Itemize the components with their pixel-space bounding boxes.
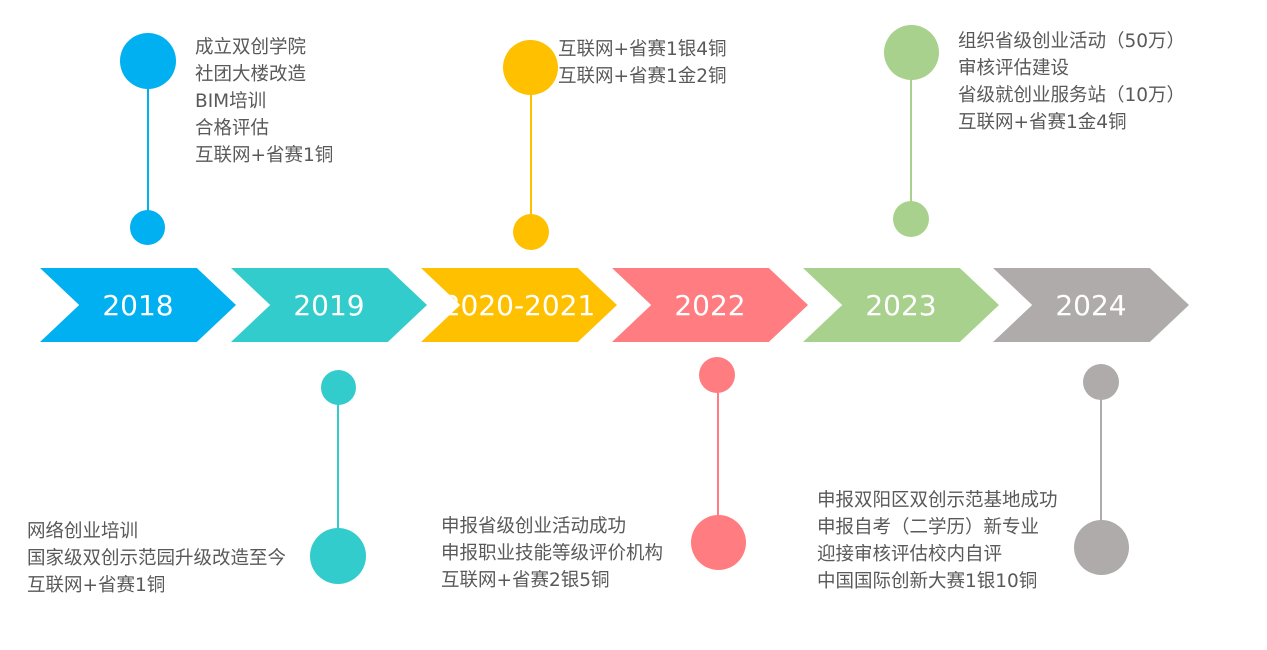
- big-marker-dot: [1074, 520, 1129, 575]
- year-chevron-2024: 2024: [993, 268, 1189, 342]
- event-item: 互联网+省赛2银5铜: [441, 570, 610, 591]
- event-item: BIM培训: [195, 91, 267, 112]
- year-chevron-2023: 2023: [803, 268, 999, 342]
- small-marker-dot: [321, 370, 356, 405]
- events-2018: 成立双创学院社团大楼改造 BIM培训合格评估互联网+省赛1铜: [195, 34, 333, 169]
- big-marker-dot: [884, 25, 939, 80]
- small-marker-dot: [893, 201, 929, 237]
- connector-line: [147, 60, 149, 225]
- small-marker-dot: [513, 214, 549, 250]
- event-item: 申报自考（二学历）新专业: [817, 517, 1040, 538]
- events-2020-2021: 互联网+省赛1银4铜互联网+省赛1金2铜: [558, 36, 727, 90]
- connector-line: [1100, 381, 1102, 547]
- big-marker-dot: [310, 528, 366, 584]
- big-marker-dot: [503, 40, 558, 95]
- events-2024: 申报双阳区双创示范基地成功申报自考（二学历）新专业迎接审核评估校内自评中国国际创…: [817, 487, 1058, 595]
- event-item: 审核评估建设: [958, 58, 1070, 79]
- event-item: 社团大楼改造: [195, 64, 307, 85]
- small-marker-dot: [699, 357, 735, 393]
- connector-line: [337, 390, 339, 555]
- small-marker-dot: [130, 210, 165, 245]
- year-chevron-2020-2021: 2020-2021: [421, 268, 617, 342]
- event-item: 申报双阳区双创示范基地成功: [817, 490, 1058, 511]
- event-item: 申报职业技能等级评价机构: [441, 543, 664, 564]
- event-item: 网络创业培训: [27, 521, 139, 542]
- events-2023: 组织省级创业活动（50万） 审核评估建设省级就创业服务站（10万） 互联网+省赛1金…: [958, 28, 1185, 136]
- big-marker-dot: [691, 515, 746, 570]
- small-marker-dot: [1083, 364, 1119, 400]
- event-item: 合格评估: [195, 118, 270, 139]
- connector-line: [717, 375, 719, 542]
- big-marker-dot: [120, 33, 176, 89]
- event-item: 互联网+省赛1铜: [27, 575, 166, 596]
- year-chevron-2022: 2022: [612, 268, 808, 342]
- event-item: 互联网+省赛1银4铜: [558, 39, 727, 60]
- events-2022: 申报省级创业活动成功申报职业技能等级评价机构互联网+省赛2银5铜: [441, 513, 663, 594]
- event-item: 互联网+省赛1铜: [195, 145, 334, 166]
- event-item: 省级就创业服务站（10万）: [958, 85, 1186, 106]
- year-chevron-2019: 2019: [231, 268, 427, 342]
- events-2019: 网络创业培训国家级双创示范园升级改造至今互联网+省赛1铜: [27, 518, 286, 599]
- connector-line: [910, 52, 912, 219]
- connector-line: [530, 67, 532, 232]
- year-chevron-2018: 2018: [40, 268, 236, 342]
- event-item: 中国国际创新大赛1银10铜: [817, 571, 1038, 592]
- event-item: 互联网+省赛1金2铜: [558, 66, 727, 87]
- event-item: 成立双创学院: [195, 37, 307, 58]
- event-item: 互联网+省赛1金4铜: [958, 112, 1127, 133]
- event-item: 申报省级创业活动成功: [441, 516, 627, 537]
- event-item: 组织省级创业活动（50万）: [958, 31, 1186, 52]
- event-item: 国家级双创示范园升级改造至今: [27, 548, 287, 569]
- event-item: 迎接审核评估校内自评: [817, 544, 1003, 565]
